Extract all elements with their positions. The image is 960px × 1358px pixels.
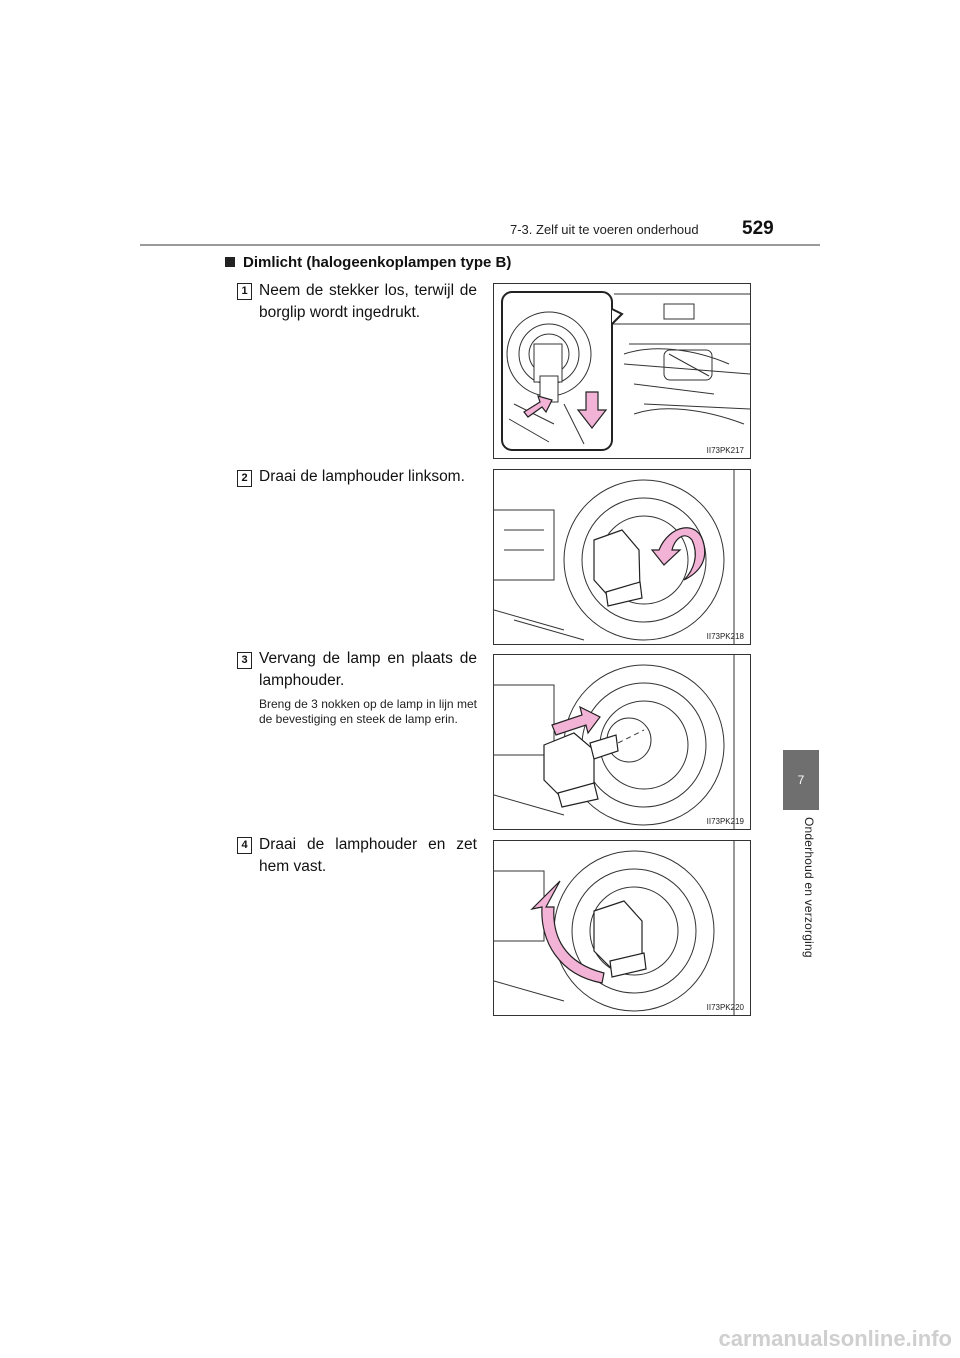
chapter-tab: 7 bbox=[783, 750, 819, 810]
figure-code-4: II73PK220 bbox=[706, 1003, 744, 1012]
lamp-holder-illustration bbox=[494, 470, 735, 644]
step-number-1: 1 bbox=[237, 283, 252, 300]
step-note-3: Breng de 3 nokken op de lamp in lijn met… bbox=[259, 697, 477, 726]
figure-code-3: II73PK219 bbox=[706, 817, 744, 826]
watermark: carmanualsonline.info bbox=[718, 1326, 953, 1351]
section-heading-text: Dimlicht (halogeenkoplampen type B) bbox=[243, 254, 512, 271]
step-text-1: Neem de stekker los, terwijl de borglip … bbox=[259, 282, 477, 321]
connector-illustration bbox=[501, 291, 750, 451]
chapter-label: Onderhoud en verzorging bbox=[802, 817, 816, 958]
figure-step-4: II73PK220 bbox=[493, 840, 751, 1016]
figure-step-1: II73PK217 bbox=[493, 283, 751, 459]
section-heading: Dimlicht (halogeenkoplampen type B) bbox=[225, 254, 511, 271]
step-text-2: Draai de lamphouder linksom. bbox=[259, 468, 465, 485]
section-title: 7-3. Zelf uit te voeren onderhoud bbox=[510, 222, 699, 237]
bulb-replacement-illustration bbox=[494, 655, 735, 829]
step-number-3: 3 bbox=[237, 652, 252, 669]
step-number-2: 2 bbox=[237, 470, 252, 487]
figure-step-2: II73PK218 bbox=[493, 469, 751, 645]
figure-code-2: II73PK218 bbox=[706, 632, 744, 641]
figure-code-1: II73PK217 bbox=[706, 446, 744, 455]
step-number-4: 4 bbox=[237, 837, 252, 854]
figure-step-3: II73PK219 bbox=[493, 654, 751, 830]
header-divider bbox=[140, 244, 820, 246]
step-text-3: Vervang de lamp en plaats de lamphouder. bbox=[259, 650, 477, 689]
page-number: 529 bbox=[742, 218, 774, 239]
step-text-4: Draai de lamphouder en zet hem vast. bbox=[259, 836, 477, 875]
square-bullet-icon bbox=[225, 257, 235, 267]
lamp-fasten-illustration bbox=[494, 841, 735, 1015]
